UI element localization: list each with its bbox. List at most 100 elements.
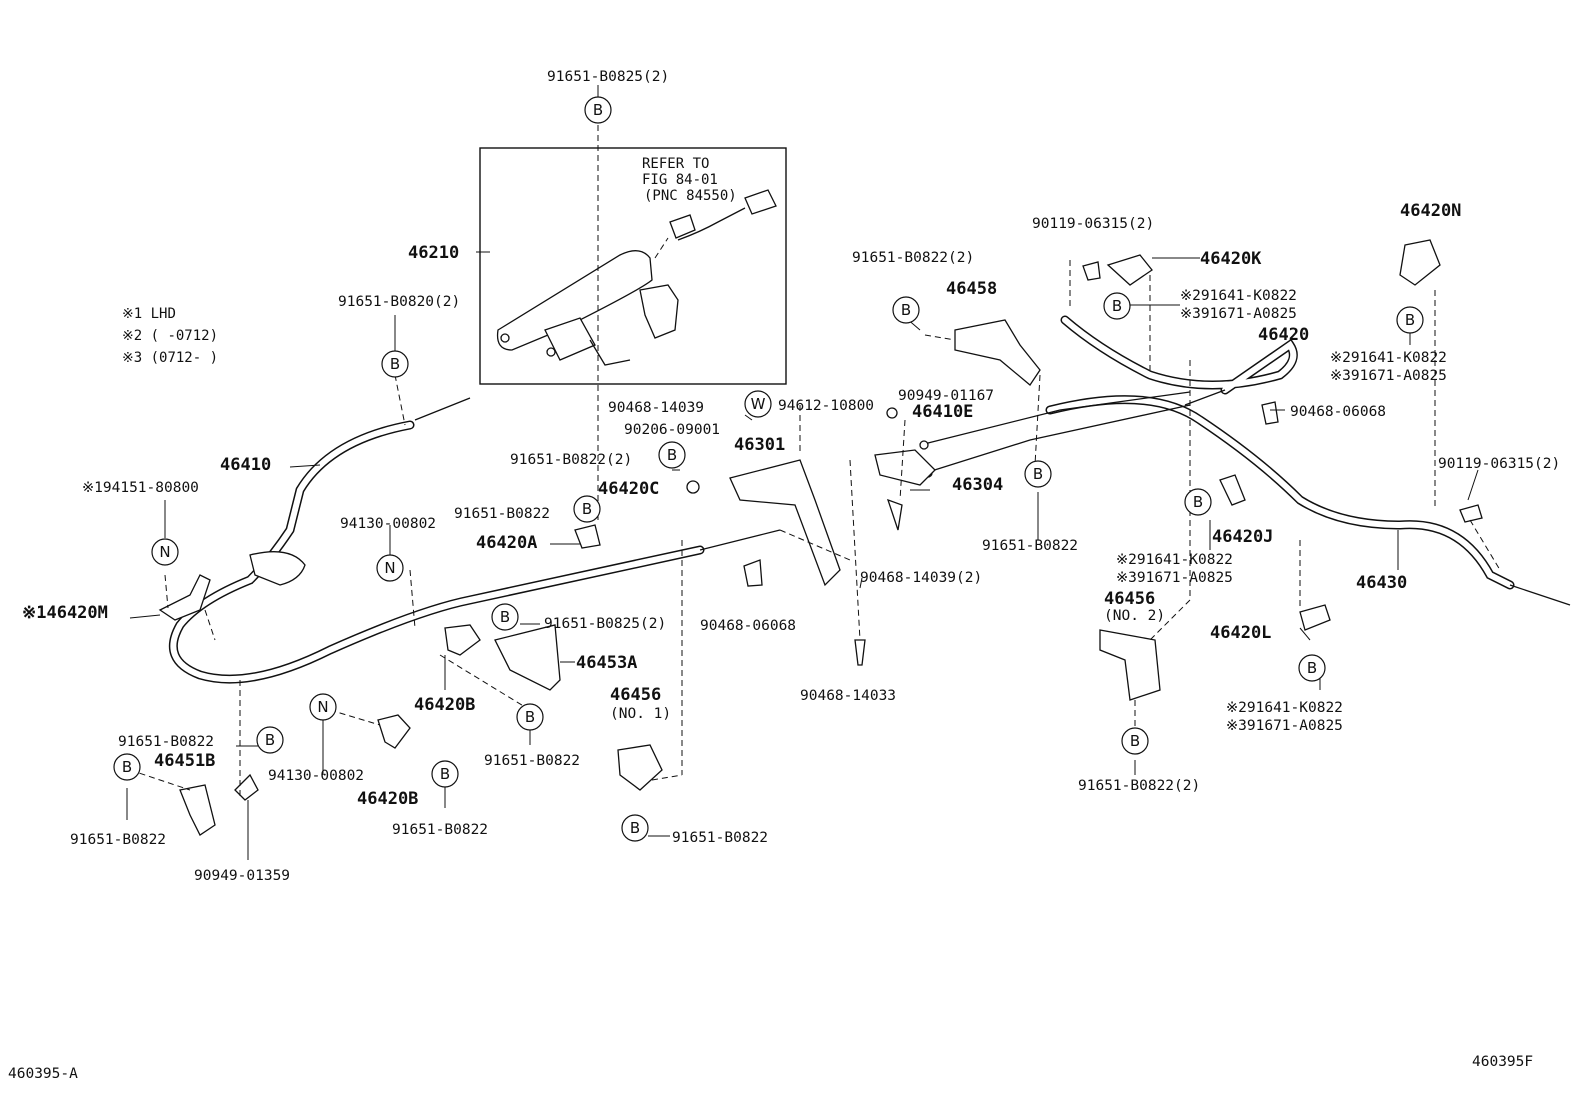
- svg-text:B: B: [582, 500, 592, 518]
- marker-b-front-cable: B: [381, 350, 409, 378]
- svg-text:N: N: [384, 559, 395, 577]
- marker-b-46301: B: [658, 441, 686, 469]
- svg-text:W: W: [751, 395, 766, 413]
- label-91651-b0820-2: 91651-B0820(2): [338, 294, 460, 310]
- label-91651-b0822-2-mid: 91651-B0822(2): [510, 452, 632, 468]
- equalizer-rod-lower: [924, 404, 1191, 474]
- label-91671-a0825-d: ※391671-A0825: [1226, 718, 1343, 734]
- label-46456-no1-sub: (NO. 1): [610, 706, 671, 722]
- marker-b-46420b: B: [516, 703, 544, 731]
- parking-brake-lever-drawing: [496, 189, 777, 366]
- svg-text:B: B: [525, 708, 535, 726]
- note-1: ※1 LHD: [122, 306, 176, 322]
- label-46420: 46420: [1258, 325, 1309, 345]
- label-46420b-a: 46420B: [414, 695, 475, 715]
- svg-text:N: N: [317, 698, 328, 716]
- svg-text:B: B: [440, 765, 450, 783]
- marker-b-46451b-right: B: [256, 726, 284, 754]
- label-91651-b0822-no1: 91651-B0822: [672, 830, 768, 846]
- marker-b-46420n: B: [1396, 306, 1424, 334]
- label-46420m: ※146420M: [22, 603, 108, 623]
- svg-text:B: B: [593, 101, 603, 119]
- marker-n-46420m: N: [151, 538, 179, 566]
- label-91651-b0822-2-right: 91651-B0822(2): [852, 250, 974, 266]
- marker-n-lower: N: [309, 693, 337, 721]
- marker-b-46451b-left: B: [113, 753, 141, 781]
- label-91641-k0822-d: ※291641-K0822: [1226, 700, 1343, 716]
- label-90468-14033: 90468-14033: [800, 688, 896, 704]
- marker-b-46420k: B: [1103, 292, 1131, 320]
- label-91651-b0822-left: 91651-B0822: [118, 734, 214, 750]
- grommet-drawing: [249, 551, 306, 586]
- label-91641-k0822-c: ※291641-K0822: [1330, 350, 1447, 366]
- svg-text:B: B: [390, 355, 400, 373]
- marker-b-46456-no2: B: [1121, 727, 1149, 755]
- label-46456-no2: 46456: [1104, 589, 1155, 609]
- label-91671-a0825-b: ※391671-A0825: [1116, 570, 1233, 586]
- label-94151-80800: ※194151-80800: [82, 480, 199, 496]
- label-46420n: 46420N: [1400, 201, 1461, 221]
- label-46210: 46210: [408, 243, 459, 263]
- clamp-46420j-drawing: [1219, 474, 1246, 506]
- label-46420c: 46420C: [598, 479, 659, 499]
- svg-text:B: B: [1307, 659, 1317, 677]
- bracket-46301-drawing: [729, 459, 841, 587]
- svg-text:B: B: [901, 301, 911, 319]
- label-91641-k0822-b: ※291641-K0822: [1116, 552, 1233, 568]
- label-91671-a0825-c: ※391671-A0825: [1330, 368, 1447, 384]
- footer-right-code: 460395F: [1472, 1054, 1533, 1070]
- equalizer-rod-upper: [919, 391, 1191, 446]
- svg-text:B: B: [1130, 732, 1140, 750]
- label-46456-no1: 46456: [610, 685, 661, 705]
- svg-text:B: B: [122, 758, 132, 776]
- clamp-46420b-b-drawing: [377, 714, 411, 749]
- label-91641-k0822-a: ※291641-K0822: [1180, 288, 1297, 304]
- note-2: ※2 ( -0712): [122, 328, 218, 344]
- label-46420j: 46420J: [1212, 527, 1273, 547]
- label-91651-b0822-r: 91651-B0822: [982, 538, 1078, 554]
- label-94130-00802-b: 94130-00802: [268, 768, 364, 784]
- inset-refer-line1: REFER TO: [642, 156, 709, 172]
- marker-b-top: B: [584, 96, 612, 124]
- marker-b-46458: B: [892, 296, 920, 324]
- inset-refer-line3: (PNC 84550): [644, 188, 737, 204]
- marker-b-46420b-lower: B: [431, 760, 459, 788]
- label-90949-01359: 90949-01359: [194, 868, 290, 884]
- label-91651-b0822-mid: 91651-B0822: [484, 753, 580, 769]
- svg-text:B: B: [1193, 493, 1203, 511]
- clip-46420a-drawing: [574, 524, 601, 549]
- label-46304: 46304: [952, 475, 1003, 495]
- inset-refer-line2: FIG 84-01: [642, 172, 718, 188]
- footer-left-code: 460395-A: [8, 1066, 78, 1082]
- bracket-46456-no1-drawing: [617, 744, 663, 791]
- label-90468-06068-r: 90468-06068: [1290, 404, 1386, 420]
- inset-box: [479, 147, 787, 385]
- equalizer-46304-drawing: [874, 449, 936, 486]
- marker-b-46304: B: [1024, 460, 1052, 488]
- svg-text:B: B: [1405, 311, 1415, 329]
- label-46458: 46458: [946, 279, 997, 299]
- label-46420k: 46420K: [1200, 249, 1262, 269]
- label-91671-a0825-a: ※391671-A0825: [1180, 306, 1297, 322]
- marker-n-mid: N: [376, 554, 404, 582]
- note-3: ※3 (0712- ): [122, 350, 218, 366]
- marker-b-46420a: B: [573, 495, 601, 523]
- bracket-46458-drawing: [954, 319, 1041, 386]
- label-91651-b0822-mid2: 91651-B0822: [392, 822, 488, 838]
- svg-text:B: B: [1112, 297, 1122, 315]
- svg-text:B: B: [667, 446, 677, 464]
- label-46420l: 46420L: [1210, 623, 1271, 643]
- clamp-46420l-drawing: [1299, 604, 1331, 631]
- marker-b-46456-no1: B: [621, 814, 649, 842]
- label-90468-14039-2: 90468-14039(2): [860, 570, 982, 586]
- clamp-46420m-drawing: [158, 574, 211, 621]
- svg-text:B: B: [1033, 465, 1043, 483]
- marker-w-46301: W: [744, 390, 772, 418]
- label-46451b: 46451B: [154, 751, 215, 771]
- label-94130-00802-a: 94130-00802: [340, 516, 436, 532]
- label-46301: 46301: [734, 435, 785, 455]
- marker-b-46420j: B: [1184, 488, 1212, 516]
- label-90468-14039: 90468-14039: [608, 400, 704, 416]
- clamp-46420b-a-drawing: [444, 624, 481, 656]
